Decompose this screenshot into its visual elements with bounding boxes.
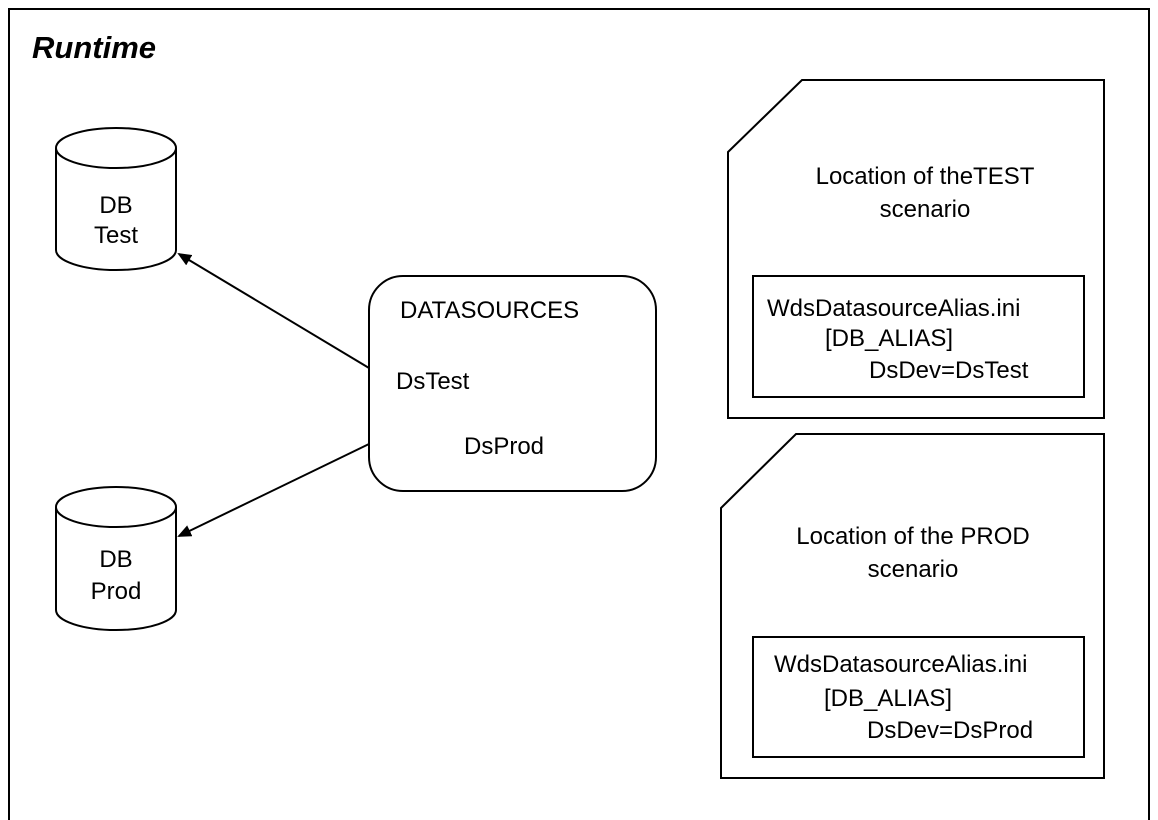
prod-ini-filename: WdsDatasourceAlias.ini xyxy=(774,651,1028,678)
db-test-cylinder xyxy=(55,127,177,271)
db-test-label-line1: DB xyxy=(99,192,133,219)
test-location-title-line1: Location of theTEST xyxy=(815,163,1035,190)
datasources-heading: DATASOURCES xyxy=(400,297,580,324)
test-ini-box xyxy=(752,275,1085,398)
datasource-item-test: DsTest xyxy=(396,368,470,395)
test-location-card xyxy=(727,79,1105,419)
runtime-frame xyxy=(8,8,1150,820)
arrow-to-db-prod xyxy=(177,443,370,537)
test-ini-section: [DB_ALIAS] xyxy=(825,325,954,352)
datasource-item-prod: DsProd xyxy=(464,433,545,460)
page-title: Runtime xyxy=(32,30,156,65)
prod-location-card xyxy=(720,433,1105,779)
prod-ini-box xyxy=(752,636,1085,758)
test-ini-filename: WdsDatasourceAlias.ini xyxy=(767,295,1021,322)
test-location-title-line2: scenario xyxy=(879,196,971,223)
db-test-label-line2: Test xyxy=(93,222,138,249)
prod-ini-entry: DsDev=DsProd xyxy=(867,717,1034,744)
prod-location-title-line2: scenario xyxy=(867,556,959,583)
db-prod-cylinder xyxy=(55,486,177,631)
datasources-box xyxy=(368,275,657,492)
db-prod-label-line1: DB xyxy=(99,546,133,573)
arrow-to-db-test xyxy=(177,252,370,369)
test-ini-entry: DsDev=DsTest xyxy=(869,357,1029,384)
prod-location-title-line1: Location of the PROD xyxy=(796,523,1030,550)
prod-ini-section: [DB_ALIAS] xyxy=(824,685,953,712)
db-prod-label-line2: Prod xyxy=(90,578,142,605)
